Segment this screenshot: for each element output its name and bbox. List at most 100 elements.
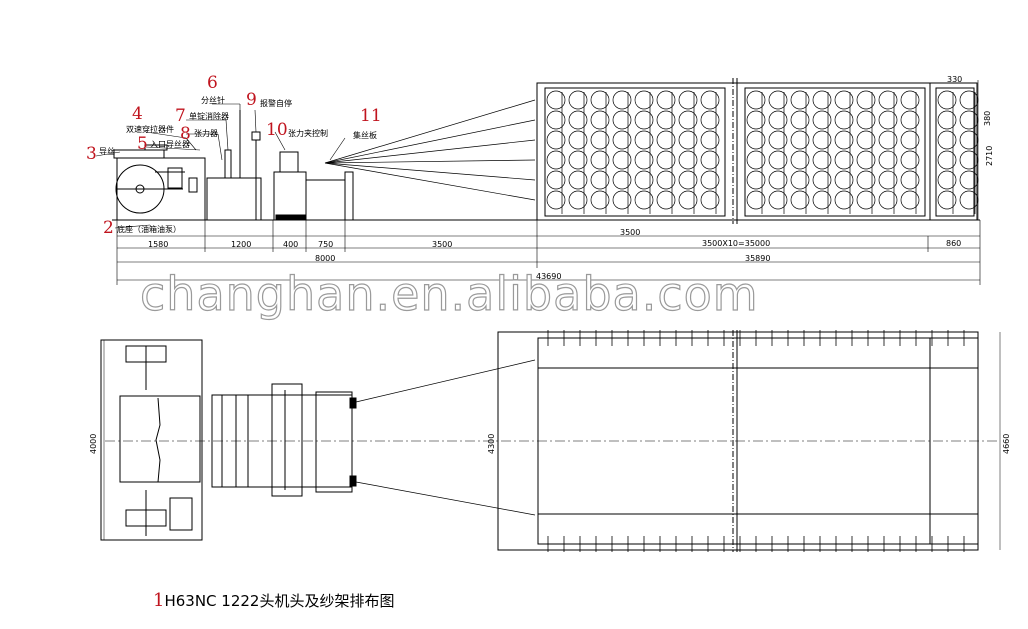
dim-400: 400 (283, 240, 299, 249)
bobbin (678, 150, 698, 170)
bobbin (812, 170, 832, 190)
bobbin (746, 110, 766, 130)
label-dual-speed: 双速穿拉器件 (126, 125, 174, 134)
bobbin (700, 190, 720, 210)
bobbin (590, 150, 610, 170)
bobbin (590, 90, 610, 110)
bobbin (878, 130, 898, 150)
bobbin (856, 150, 876, 170)
dim-4660: 4660 (1002, 433, 1011, 454)
bobbin (568, 130, 588, 150)
bobbin (568, 190, 588, 210)
bobbin (612, 110, 632, 130)
label-collector: 集丝板 (353, 131, 377, 140)
bobbin (937, 130, 957, 150)
bobbin (937, 170, 957, 190)
bobbin (856, 90, 876, 110)
callout-8: 8 (180, 124, 191, 144)
bobbin (856, 130, 876, 150)
dim-3500x10: 3500X10=35000 (702, 239, 771, 248)
bobbin (790, 190, 810, 210)
bobbin (568, 170, 588, 190)
bobbin (656, 170, 676, 190)
caption-number: 1 (153, 590, 165, 611)
bobbin (546, 190, 566, 210)
bobbin (790, 110, 810, 130)
bobbin (768, 90, 788, 110)
bobbin (700, 150, 720, 170)
bobbin (768, 130, 788, 150)
bobbin (590, 130, 610, 150)
bobbin (612, 150, 632, 170)
dim-8000: 8000 (315, 254, 336, 263)
bobbin (856, 190, 876, 210)
bobbin (546, 110, 566, 130)
dim-43690: 43690 (536, 272, 562, 281)
bobbin (937, 110, 957, 130)
bobbin (656, 150, 676, 170)
bobbin (768, 150, 788, 170)
watermark: changhan.en.alibaba.com (139, 266, 759, 321)
label-spindle-eliminator: 单锭消除器 (189, 112, 229, 121)
label-tensioner: 张力器 (194, 129, 218, 138)
bobbin (937, 190, 957, 210)
caption-text: H63NC 1222头机头及纱架排布图 (164, 592, 395, 610)
bobbin (834, 170, 854, 190)
bobbin (900, 170, 920, 190)
bobbin (634, 190, 654, 210)
label-tension-clamp: 张力夹控制 (288, 129, 328, 138)
callout-4: 4 (132, 104, 143, 124)
elevation-view (95, 78, 981, 285)
dim-330: 330 (947, 75, 963, 84)
label-guide: 导丝 (99, 147, 115, 156)
bobbin (612, 130, 632, 150)
bobbin (568, 90, 588, 110)
bobbin (590, 110, 610, 130)
machine-plan (100, 339, 203, 541)
bobbin-grid (546, 90, 979, 214)
bobbin (812, 110, 832, 130)
bobbin (700, 90, 720, 110)
dim-3500a: 3500 (432, 240, 453, 249)
bobbin (634, 150, 654, 170)
bobbin (856, 110, 876, 130)
bobbin (878, 110, 898, 130)
callout-11: 11 (360, 106, 382, 126)
bobbin (546, 150, 566, 170)
callout-3: 3 (86, 144, 97, 164)
dim-3500b: 3500 (620, 228, 641, 237)
bobbin (937, 90, 957, 110)
bobbin (678, 90, 698, 110)
bobbin (612, 170, 632, 190)
bobbin (812, 150, 832, 170)
label-yarn-needle: 分丝针 (201, 96, 225, 105)
label-base: 底座（油箱油泵） (117, 225, 181, 234)
dim-750: 750 (318, 240, 334, 249)
bobbin (568, 150, 588, 170)
dim-35890: 35890 (745, 254, 771, 263)
bobbin (678, 130, 698, 150)
bobbin (612, 190, 632, 210)
bobbin (834, 130, 854, 150)
bobbin (900, 90, 920, 110)
bobbin (746, 190, 766, 210)
dim-1580: 1580 (148, 240, 169, 249)
bobbin (834, 190, 854, 210)
dim-1200: 1200 (231, 240, 252, 249)
tension-unit (206, 177, 262, 221)
bobbin (878, 150, 898, 170)
bobbin (656, 130, 676, 150)
callout-5: 5 (137, 134, 148, 154)
bobbin (678, 170, 698, 190)
bobbin (634, 110, 654, 130)
bobbin (768, 170, 788, 190)
bobbin (937, 150, 957, 170)
bobbin (900, 110, 920, 130)
bobbin (812, 190, 832, 210)
bobbin (700, 170, 720, 190)
bobbin (900, 190, 920, 210)
bobbin (656, 190, 676, 210)
bobbin (790, 90, 810, 110)
